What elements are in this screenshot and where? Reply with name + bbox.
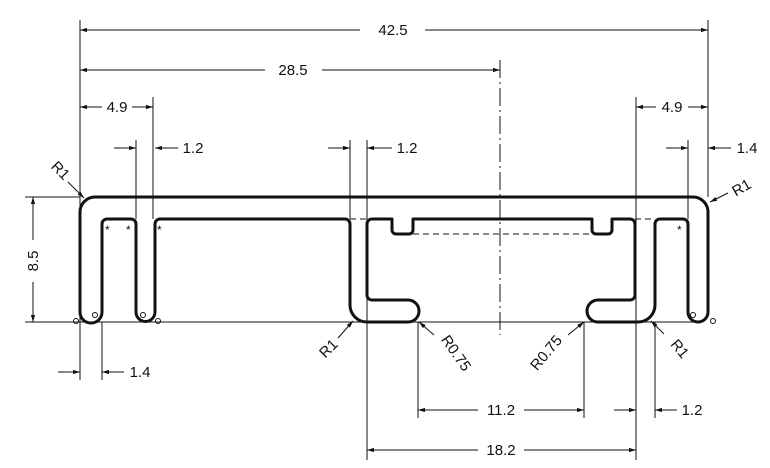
radius-bottom-right: R1 [667, 336, 692, 362]
dim-overall-width: 42.5 [378, 22, 407, 39]
dim-left-wall: 1.4 [130, 364, 151, 381]
dim-left-flange: 4.9 [107, 99, 128, 116]
dim-channel-width: 18.2 [486, 442, 515, 459]
radius-top-right: R1 [729, 176, 754, 200]
dim-right-wall-top: 1.4 [737, 140, 758, 157]
circle-markers [73, 312, 716, 324]
radius-leader [67, 181, 85, 199]
profile-outline [78, 195, 710, 325]
dim-center-offset: 28.5 [278, 62, 307, 79]
radius-leader [650, 320, 665, 335]
asterisk-marker: * [677, 223, 682, 237]
radius-top-left: R1 [47, 158, 73, 184]
dim-right-flange: 4.9 [662, 99, 683, 116]
radius-leader [567, 321, 585, 336]
radius-leader [418, 321, 435, 336]
dim-left-slot: 1.2 [183, 140, 204, 157]
dim-height: 8.5 [25, 251, 42, 272]
extension-lines [25, 20, 709, 460]
dim-middle-wall: 1.2 [397, 140, 418, 157]
dim-opening: 11.2 [487, 402, 515, 419]
dim-right-wall-bottom: 1.2 [682, 402, 703, 419]
radius-bump-right: R0.75 [527, 332, 566, 374]
asterisk-marker: * [157, 223, 162, 237]
radius-bump-left: R0.75 [437, 332, 474, 375]
radius-bottom-left: R1 [316, 336, 342, 362]
asterisk-marker: * [105, 223, 110, 237]
radius-leader [709, 192, 729, 203]
radius-leader [337, 320, 354, 339]
asterisk-marker: * [126, 223, 131, 237]
